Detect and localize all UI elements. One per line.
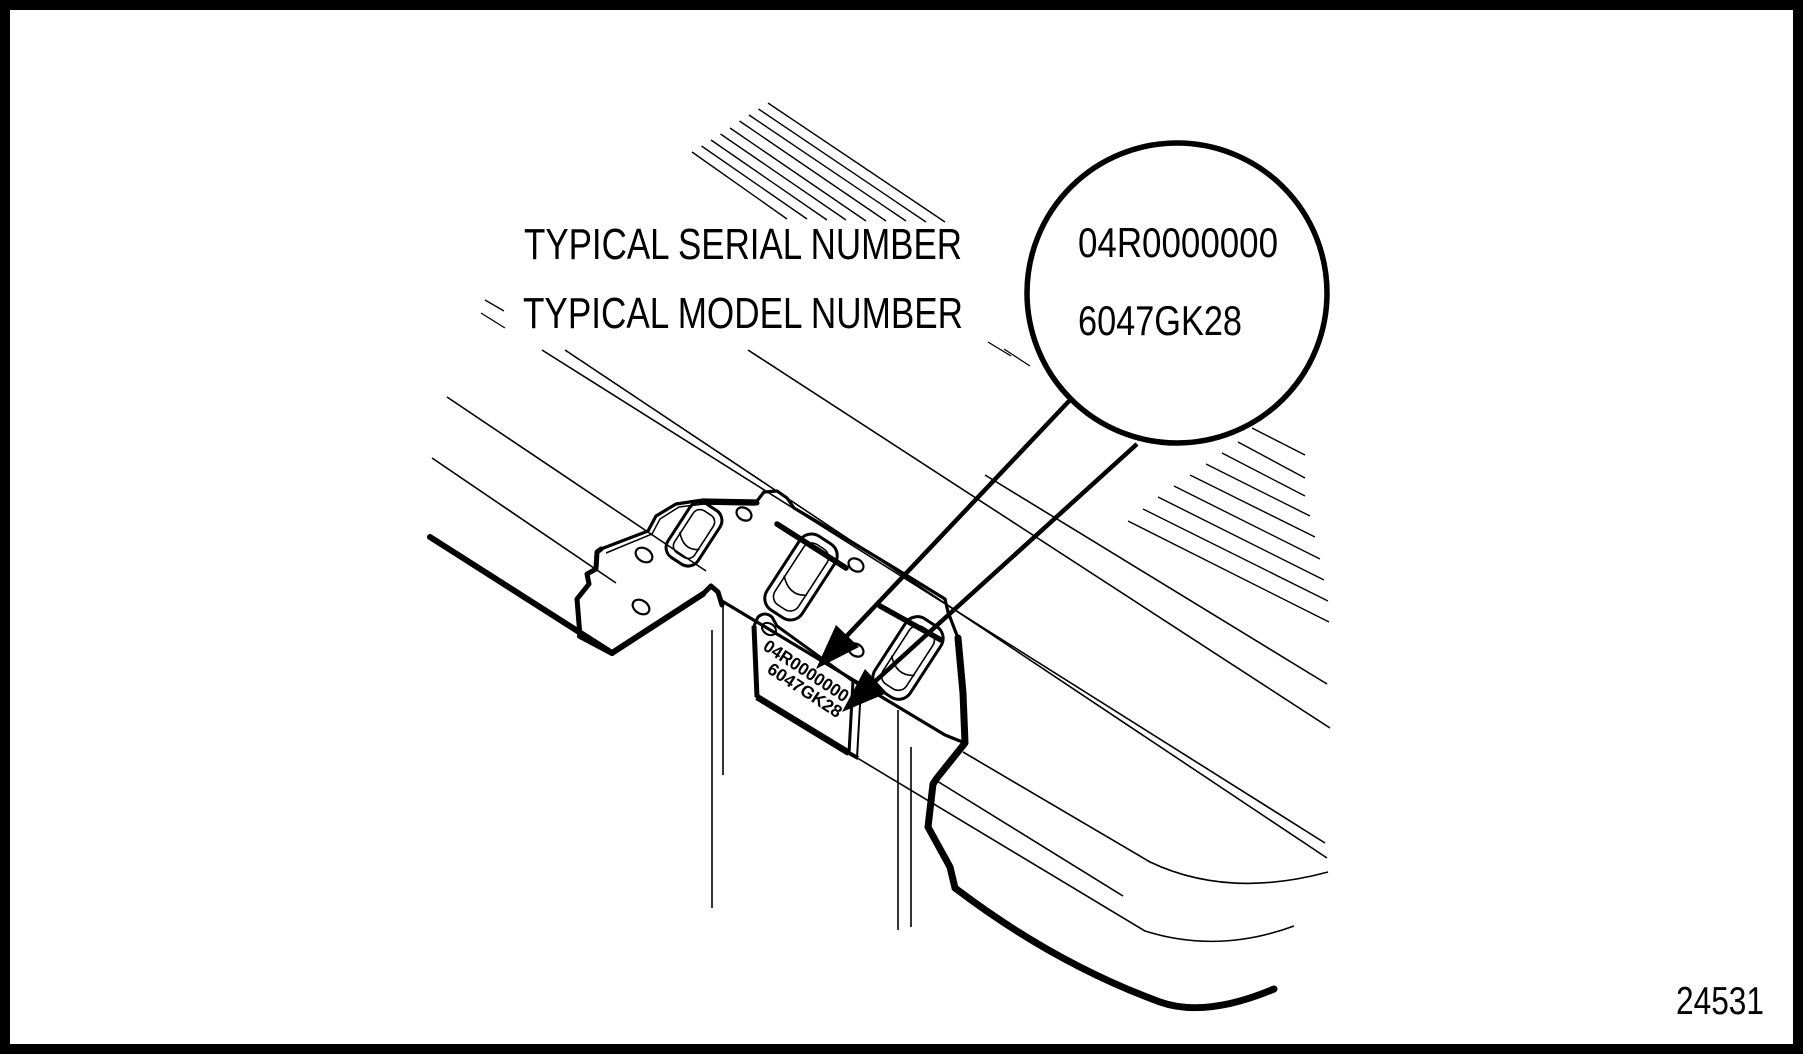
bracket-inner-line [605, 503, 756, 554]
callout-model-value: 6047GK28 [1078, 297, 1242, 344]
hatch-lines-below-callout [1127, 427, 1330, 623]
arrowhead-icon [816, 625, 859, 669]
rail-slot-1 [664, 500, 724, 568]
model-number-label: TYPICAL MODEL NUMBER [523, 289, 963, 338]
hatch-ticks-left [480, 299, 1031, 367]
leader-arrow-2 [842, 442, 1139, 712]
id-plate: 04R0000000 6047GK28 [751, 612, 863, 760]
frame-rail-lines [431, 349, 1331, 943]
serial-number-label: TYPICAL SERIAL NUMBER [524, 220, 962, 269]
leader-arrow-1 [816, 398, 1072, 669]
figure-number: 24531 [1676, 980, 1764, 1023]
arrowhead-icon [842, 669, 887, 712]
hatch-lines-top [691, 102, 946, 223]
callout-circle: 04R0000000 6047GK28 [1024, 140, 1330, 446]
rail-slot-2 [763, 532, 839, 622]
heavy-edge-lines [427, 499, 1278, 1012]
torn-panel-edge [924, 634, 1278, 1012]
callout-serial-value: 04R0000000 [1078, 219, 1278, 266]
